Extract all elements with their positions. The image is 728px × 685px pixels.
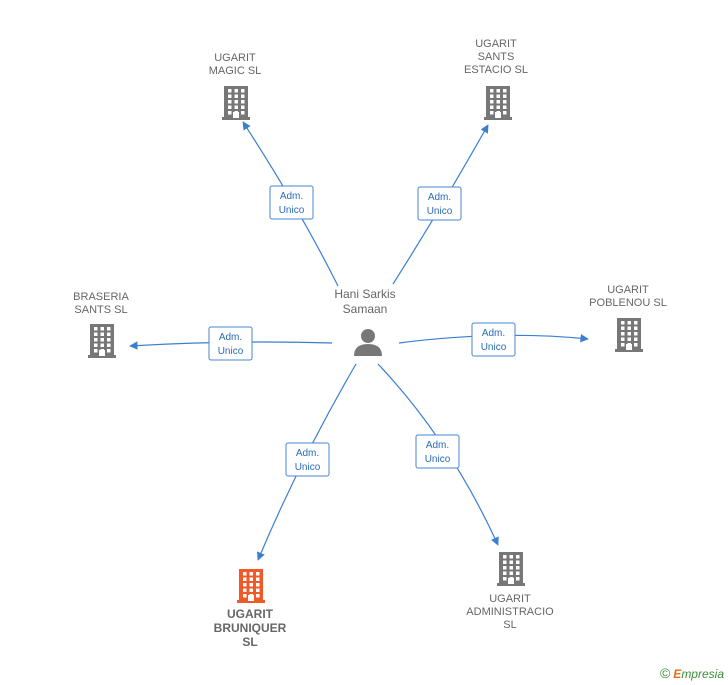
- company-name-line: UGARIT: [214, 52, 256, 64]
- building-icon: [497, 552, 525, 586]
- company-name-line: SL: [503, 619, 516, 631]
- role-text: Adm.: [296, 448, 319, 459]
- role-text: Adm.: [426, 440, 449, 451]
- role-box: [285, 442, 330, 477]
- role-text: Adm.: [428, 192, 451, 203]
- company-name-line: BRASERIA: [73, 291, 129, 303]
- brand-name: mpresia: [681, 667, 724, 681]
- role-text: Unico: [481, 342, 507, 353]
- role-box: [471, 322, 516, 357]
- role-text: Adm.: [482, 328, 505, 339]
- role-text: Adm.: [280, 191, 303, 202]
- company-name-line: ADMINISTRACIO: [466, 606, 554, 618]
- role-text: Unico: [425, 454, 451, 465]
- person-name-line: Hani Sarkis: [334, 287, 395, 301]
- company-name-line: SL: [242, 635, 257, 649]
- role-label-bruniquer: Adm. Unico: [285, 442, 330, 477]
- company-name-line: UGARIT: [607, 284, 649, 296]
- building-icon: [484, 86, 512, 120]
- role-text: Unico: [218, 346, 244, 357]
- company-name-line: MAGIC SL: [209, 65, 262, 77]
- role-text: Unico: [295, 462, 321, 473]
- role-label-sants-estacio: Adm. Unico: [417, 186, 462, 221]
- role-text: Unico: [427, 206, 453, 217]
- person-name-line: Samaan: [343, 302, 388, 316]
- role-text: Adm.: [219, 332, 242, 343]
- company-name-line: UGARIT: [227, 607, 274, 621]
- company-name-line: POBLENOU SL: [589, 297, 667, 309]
- role-label-braseria: Adm. Unico: [208, 326, 253, 361]
- company-name-line: ESTACIO SL: [464, 64, 528, 76]
- role-box: [417, 186, 462, 221]
- building-icon: [222, 86, 250, 120]
- role-box: [208, 326, 253, 361]
- building-icon: [88, 324, 116, 358]
- company-name-line: UGARIT: [489, 593, 531, 605]
- role-label-poblenou: Adm. Unico: [471, 322, 516, 357]
- role-label-administracio: Adm. Unico: [415, 434, 460, 469]
- company-name-line: BRUNIQUER: [214, 621, 287, 635]
- building-icon: [615, 318, 643, 352]
- copyright-icon: ©: [659, 665, 671, 681]
- person-icon: [354, 329, 382, 356]
- role-labels-layer: Adm.UnicoAdm.UnicoAdm.UnicoAdm.UnicoAdm.…: [208, 185, 516, 477]
- company-name-line: SANTS SL: [74, 304, 127, 316]
- company-name-line: SANTS: [478, 51, 515, 63]
- building-icon: [237, 569, 265, 603]
- role-text: Unico: [279, 205, 305, 216]
- role-box: [269, 185, 314, 220]
- company-name-line: UGARIT: [475, 38, 517, 50]
- edges-layer: [129, 121, 589, 561]
- role-label-magic: Adm. Unico: [269, 185, 314, 220]
- brand-logo-e: E: [673, 667, 682, 681]
- brand-footer: ©Empresia: [660, 665, 724, 681]
- role-box: [415, 434, 460, 469]
